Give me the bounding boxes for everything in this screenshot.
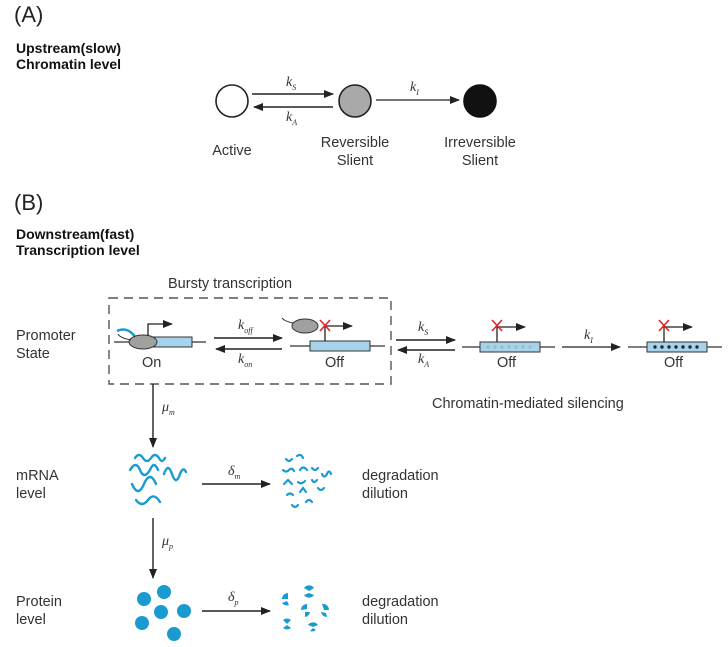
panel-a-title-line1: Upstream(slow): [16, 40, 122, 56]
off1-tss-arrow: [324, 322, 353, 341]
bursty-transcription-label: Bursty transcription: [168, 276, 293, 292]
off-state-label-1: Off: [325, 355, 345, 371]
label-line: degradation: [362, 594, 439, 610]
off2-light-marks: [486, 345, 532, 349]
rate-sub: on: [244, 359, 253, 369]
rate-base: δ: [228, 464, 235, 479]
rate-mu-m: μm: [162, 400, 175, 417]
mrna-level-label: mRNA level: [16, 467, 59, 503]
rate-sub: p: [234, 597, 239, 607]
rate-base: k: [286, 110, 293, 125]
panel-b-title-line1: Downstream(fast): [16, 226, 135, 242]
state-label-line: Irreversible: [444, 135, 516, 151]
off1-polymerase-tail: [281, 317, 294, 324]
protein-level-label: Protein level: [16, 593, 62, 629]
rate-ka-a: kA: [286, 110, 297, 127]
rate-base: k: [418, 352, 425, 367]
on-state-label: On: [142, 355, 162, 371]
reversible-silent-circle: [338, 84, 372, 118]
off2-tss-arrow: [496, 323, 526, 342]
rate-sub: A: [292, 117, 298, 127]
panel-b-label: (B): [14, 190, 44, 215]
rate-sub: m: [234, 471, 241, 481]
rate-sub: p: [169, 541, 174, 551]
rate-base: μ: [162, 400, 170, 415]
label-line: level: [16, 486, 46, 502]
rate-base: δ: [228, 590, 235, 605]
panel-a-label: (A): [14, 2, 44, 27]
rate-sub: A: [424, 359, 430, 369]
label-line: dilution: [362, 612, 408, 628]
rate-base: k: [410, 80, 417, 95]
on-polymerase-tail: [117, 333, 132, 341]
rate-base: k: [238, 352, 245, 367]
label-line: mRNA: [16, 468, 59, 484]
off-state-label-3: Off: [664, 355, 684, 371]
protein-molecules: [135, 585, 191, 641]
rate-delta-p: δp: [228, 590, 239, 607]
rate-sub: S: [292, 82, 297, 92]
degraded-protein-fragments: [282, 585, 330, 632]
state-label-irreversible: Irreversible Slient: [428, 134, 532, 170]
rate-ka-b: kA: [418, 352, 429, 369]
protein-fate-label: degradation dilution: [362, 593, 439, 629]
rate-sub: m: [169, 407, 175, 417]
label-line: Protein: [16, 594, 62, 610]
off2-cross: [491, 319, 503, 332]
label-line: dilution: [362, 486, 408, 502]
off1-cross: [319, 319, 331, 332]
off1-polymerase: [291, 318, 319, 334]
off-state-label-2: Off: [497, 355, 517, 371]
rate-koff: koff: [238, 318, 253, 335]
panel-b-title-line2: Transcription level: [16, 242, 140, 258]
bursty-transcription-box: [108, 297, 392, 385]
off3-cross: [658, 319, 670, 332]
rate-delta-m: δm: [228, 464, 240, 481]
rate-sub: I: [590, 335, 593, 345]
rate-base: μ: [162, 534, 170, 549]
rate-ks-a: kS: [286, 75, 296, 92]
rate-kon: kon: [238, 352, 252, 369]
label-line: State: [16, 346, 50, 362]
state-label-line: Slient: [336, 153, 374, 169]
degraded-mrna-fragments: [281, 453, 333, 509]
rate-sub: S: [424, 327, 429, 337]
mrna-fate-label: degradation dilution: [362, 467, 439, 503]
label-line: degradation: [362, 468, 439, 484]
rate-base: k: [418, 320, 425, 335]
on-tss-arrow: [147, 320, 173, 336]
irreversible-silent-circle: [463, 84, 497, 118]
off3-tss-arrow: [663, 323, 693, 342]
state-label-reversible: Reversible Slient: [305, 134, 405, 170]
state-label-line: Slient: [461, 153, 499, 169]
state-label-line: Reversible: [320, 135, 390, 151]
rate-sub: off: [244, 325, 253, 335]
state-label-active: Active: [212, 143, 252, 159]
rate-base: k: [238, 318, 245, 333]
off1-gene-box: [309, 340, 371, 352]
label-line: Promoter: [16, 328, 76, 344]
promoter-state-label: Promoter State: [16, 327, 76, 363]
label-line: level: [16, 612, 46, 628]
rate-ki-b: kI: [584, 328, 593, 345]
rate-base: k: [584, 328, 591, 343]
rate-ks-b: kS: [418, 320, 428, 337]
rate-base: k: [286, 75, 293, 90]
active-state-circle: [215, 84, 249, 118]
rate-ki-a: kI: [410, 80, 419, 97]
mrna-molecules: [128, 453, 188, 506]
off3-dark-marks: [653, 345, 699, 349]
on-polymerase: [128, 334, 158, 350]
rate-sub: I: [416, 87, 419, 97]
chromatin-silencing-label: Chromatin-mediated silencing: [432, 396, 624, 412]
rate-mu-p: μp: [162, 534, 173, 551]
panel-a-title-line2: Chromatin level: [16, 56, 122, 72]
